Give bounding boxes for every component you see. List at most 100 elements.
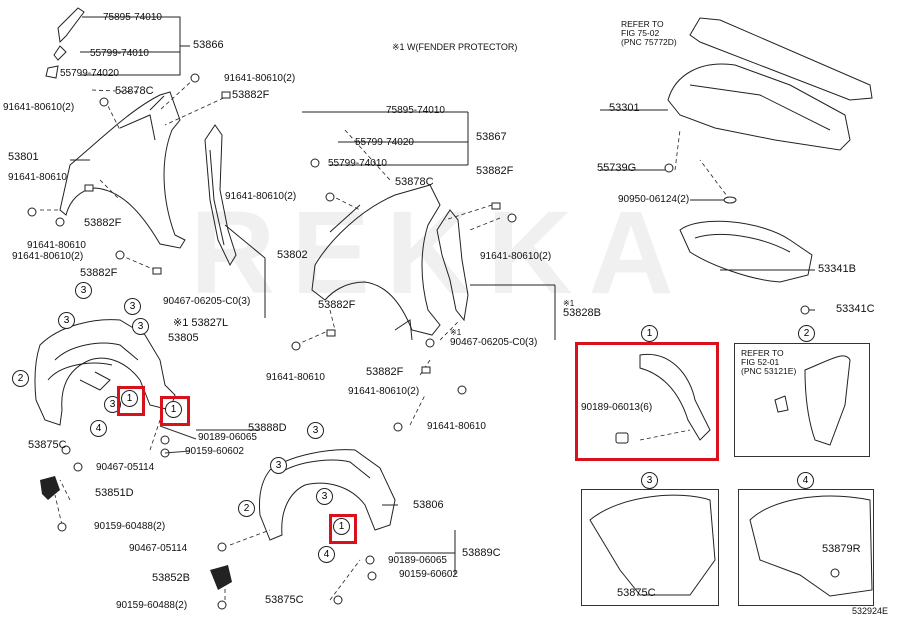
part-label: 53875C	[265, 594, 304, 606]
callout-4: 4	[318, 546, 335, 563]
panel1-part	[639, 353, 711, 441]
callout-2: 2	[12, 370, 29, 387]
part-label: 53882F	[318, 299, 356, 311]
part-label: 53852B	[152, 572, 190, 584]
fender-protector-note: ※1 W(FENDER PROTECTOR)	[392, 42, 518, 52]
panel3-part	[589, 494, 716, 596]
part-label: 91641-80610	[427, 421, 486, 432]
right-liner-outline	[259, 449, 396, 541]
part-label: 90467-06205-C0(3)	[163, 296, 251, 307]
hood-seal-outline	[689, 17, 873, 101]
part-label: 53802	[277, 249, 308, 261]
part-label: 90159-60602	[185, 446, 244, 457]
hood-outline	[667, 63, 851, 151]
part-label: 91641-80610(2)	[348, 386, 420, 397]
callout-3: 3	[124, 298, 141, 315]
part-label: 53888D	[248, 422, 287, 434]
part-label: 53882F	[232, 89, 270, 101]
part-label: 90467-06205-C0(3)	[450, 337, 538, 348]
part-label: 53878C	[395, 176, 434, 188]
part-label: 75895-74010	[386, 105, 445, 116]
part-label: 53882F	[80, 267, 118, 279]
part-label: 55799-74010	[328, 158, 387, 169]
part-label: 90159-60488(2)	[116, 600, 188, 611]
highlight-box	[117, 386, 145, 416]
panel-2-callout: 2	[798, 325, 815, 342]
watermark: REKKA	[190, 187, 690, 319]
part-label: 53341B	[818, 263, 856, 275]
part-label: 53828B	[563, 307, 601, 319]
part-label: 53805	[168, 332, 199, 344]
part-label: 53889C	[462, 547, 501, 559]
part-label: 53879R	[822, 543, 861, 555]
part-label: 53882F	[476, 165, 514, 177]
part-label: 90189-06065	[388, 555, 447, 566]
detail-panel-2	[734, 343, 870, 457]
detail-panel-4	[738, 489, 874, 606]
protector-mark: ※1	[450, 328, 462, 337]
hood-reference-note: REFER TO FIG 75-02 (PNC 75772D)	[621, 19, 677, 47]
part-label: 91641-80610(2)	[224, 73, 296, 84]
part-label: 53882F	[84, 217, 122, 229]
part-label: 53867	[476, 131, 507, 143]
part-label: 53806	[413, 499, 444, 511]
part-label: 55799-74020	[355, 137, 414, 148]
part-label: 53851D	[95, 487, 134, 499]
callout-1: 1	[333, 518, 350, 535]
part-label: 90950-06124(2)	[618, 194, 690, 205]
panel4-part	[749, 495, 873, 597]
part-label: ※1 53827L	[173, 317, 229, 329]
detail-panel-1	[575, 342, 719, 461]
part-label: 53866	[193, 39, 224, 51]
panel-3-callout: 3	[641, 472, 658, 489]
part-label: 90159-60488(2)	[94, 521, 166, 532]
part-label: 90159-60602	[399, 569, 458, 580]
callout-1: 1	[121, 390, 138, 407]
fastener-icons	[27, 73, 840, 610]
part-label: 91641-80610	[27, 240, 86, 251]
part-label: 90189-06013(6)	[581, 402, 653, 413]
document-id: 532924E	[852, 606, 889, 616]
protector-mark: ※1	[563, 299, 575, 308]
panel-4-callout: 4	[797, 472, 814, 489]
part-label: 90467-05114	[96, 462, 155, 473]
left-fender-protector-outline	[204, 124, 237, 267]
callout-3: 3	[132, 318, 149, 335]
part-label: 53301	[609, 102, 640, 114]
part-label: 91641-80610(2)	[12, 251, 84, 262]
part-label: 55799-74010	[90, 48, 149, 59]
bracket-53851d	[40, 476, 60, 500]
center-fender-outline	[311, 184, 441, 336]
callout-4: 4	[90, 420, 107, 437]
callout-3: 3	[307, 422, 324, 439]
highlight-box	[329, 514, 357, 544]
callout-3: 3	[75, 282, 92, 299]
part-label: 53801	[8, 151, 39, 163]
callout-1: 1	[165, 401, 182, 418]
part-label: 91641-80610(2)	[3, 102, 75, 113]
part-label: 90467-05114	[129, 543, 188, 554]
left-liner-outline	[34, 319, 176, 426]
right-fender-protector-outline	[436, 209, 469, 322]
panel-1-callout: 1	[641, 325, 658, 342]
callout-2: 2	[238, 500, 255, 517]
detail-panel-3	[581, 489, 719, 606]
left-fender-outline	[59, 91, 186, 249]
part-label: 91641-80610	[8, 172, 67, 183]
fender-seal-part	[57, 7, 85, 44]
callout-3: 3	[104, 396, 121, 413]
part-label: 53878C	[115, 85, 154, 97]
part-label: 91641-80610(2)	[480, 251, 552, 262]
part-label: 91641-80610	[266, 372, 325, 383]
part-label: 53875C	[617, 587, 656, 599]
bracket-53852b	[210, 565, 232, 590]
highlight-box	[160, 396, 190, 426]
part-label: 55799-74020	[60, 68, 119, 79]
part-label: 75895-74010	[103, 12, 162, 23]
panel2-part	[804, 355, 851, 446]
part-label: 90189-06065	[198, 432, 257, 443]
callout-3: 3	[58, 312, 75, 329]
callout-3: 3	[270, 457, 287, 474]
